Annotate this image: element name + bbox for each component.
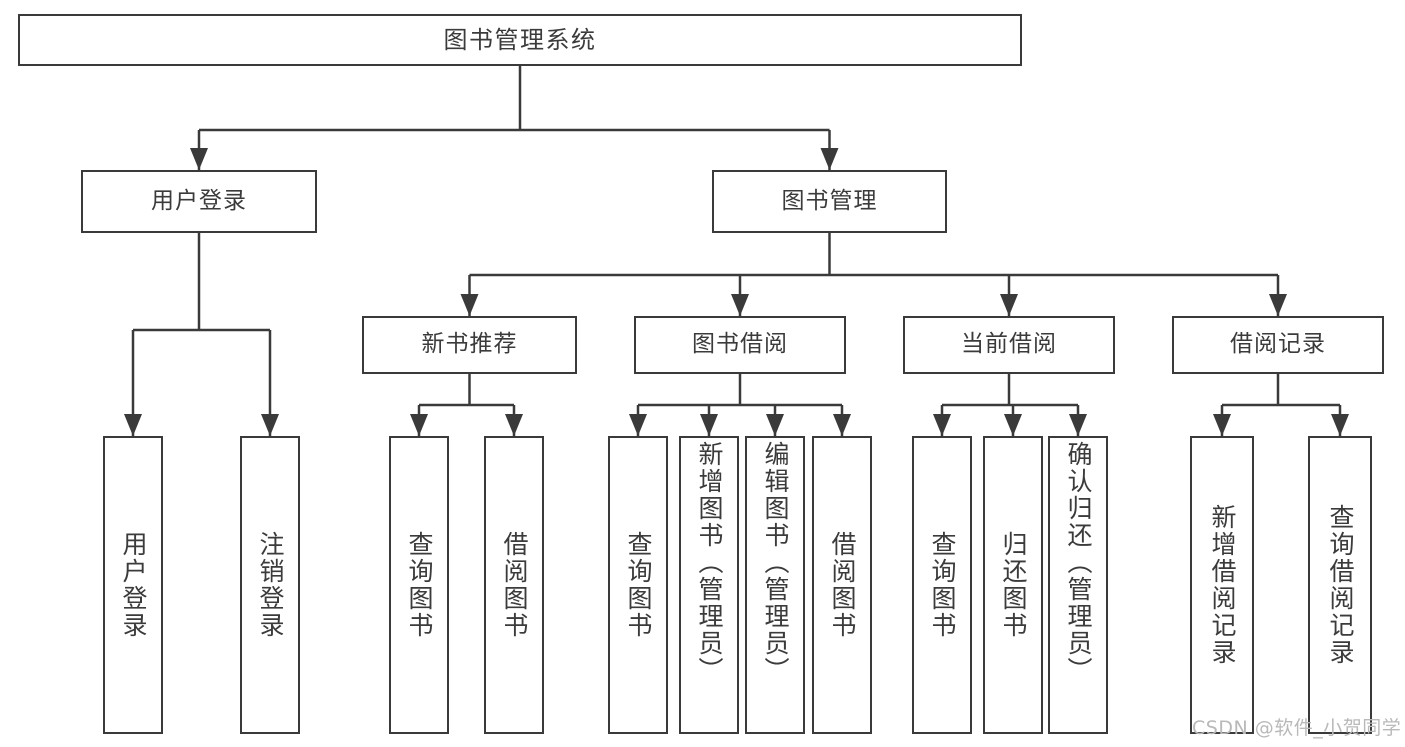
connector-arrowhead: [1213, 414, 1231, 436]
connector-arrowhead: [261, 414, 279, 436]
node-leaf11[interactable]: 确认归还（管理员）: [1048, 436, 1108, 734]
node-label: 编辑图书（管理员）: [761, 441, 790, 684]
node-bookmgmt[interactable]: 图书管理: [712, 170, 947, 233]
node-leaf8[interactable]: 借阅图书: [812, 436, 872, 734]
node-label: 借阅图书: [500, 531, 529, 639]
node-root[interactable]: 图书管理系统: [18, 14, 1022, 66]
node-label: 借阅图书: [828, 531, 857, 639]
node-label: 查询图书: [405, 531, 434, 639]
node-label: 用户登录: [151, 187, 247, 214]
node-leaf13[interactable]: 查询借阅记录: [1308, 436, 1372, 734]
connector-arrowhead: [1331, 414, 1349, 436]
connector-arrowhead: [731, 294, 749, 316]
node-label: 新增图书（管理员）: [695, 441, 724, 684]
node-label: 注销登录: [256, 531, 285, 639]
node-label: 归还图书: [999, 531, 1028, 639]
node-leaf12[interactable]: 新增借阅记录: [1190, 436, 1254, 734]
connector-arrowhead: [1004, 414, 1022, 436]
node-label: 新书推荐: [421, 331, 518, 358]
watermark: CSDN @软件_小贺同学: [1192, 717, 1402, 739]
connector-arrowhead: [833, 414, 851, 436]
node-label: 当前借阅: [961, 331, 1057, 358]
node-label: 图书管理系统: [443, 25, 597, 54]
node-label: 借阅记录: [1230, 331, 1326, 358]
connector-arrowhead: [190, 148, 208, 170]
node-leaf9[interactable]: 查询图书: [912, 436, 972, 734]
connector-arrowhead: [460, 294, 479, 316]
node-label: 用户登录: [119, 531, 148, 639]
node-leaf3[interactable]: 查询图书: [389, 436, 449, 734]
node-label: 查询借阅记录: [1326, 504, 1355, 666]
node-label: 查询图书: [928, 531, 957, 639]
node-label: 新增借阅记录: [1208, 504, 1237, 666]
connector-arrowhead: [505, 414, 523, 436]
node-leaf5[interactable]: 查询图书: [608, 436, 668, 734]
node-login[interactable]: 用户登录: [81, 170, 317, 233]
node-current[interactable]: 当前借阅: [903, 316, 1115, 374]
node-leaf7[interactable]: 编辑图书（管理员）: [745, 436, 805, 734]
connector-arrowhead: [1269, 294, 1287, 316]
connector-arrowhead: [1000, 294, 1018, 316]
connector-arrowhead: [629, 414, 647, 436]
node-leaf10[interactable]: 归还图书: [983, 436, 1043, 734]
connector-arrowhead: [933, 414, 951, 436]
node-leaf4[interactable]: 借阅图书: [484, 436, 544, 734]
node-label: 图书借阅: [692, 331, 788, 358]
connector-arrowhead: [410, 414, 428, 436]
node-newbook[interactable]: 新书推荐: [362, 316, 577, 374]
node-label: 确认归还（管理员）: [1064, 441, 1093, 684]
connector-arrowhead: [766, 414, 784, 436]
node-label: 图书管理: [781, 187, 878, 214]
node-label: 查询图书: [624, 531, 653, 639]
node-borrow[interactable]: 图书借阅: [634, 316, 846, 374]
node-records[interactable]: 借阅记录: [1172, 316, 1384, 374]
node-leaf2[interactable]: 注销登录: [240, 436, 300, 734]
connector-arrowhead: [820, 148, 839, 170]
connector-arrowhead: [1069, 414, 1087, 436]
connector-arrowhead: [700, 414, 718, 436]
node-leaf1[interactable]: 用户登录: [103, 436, 163, 734]
connector-arrowhead: [124, 414, 142, 436]
node-leaf6[interactable]: 新增图书（管理员）: [679, 436, 739, 734]
